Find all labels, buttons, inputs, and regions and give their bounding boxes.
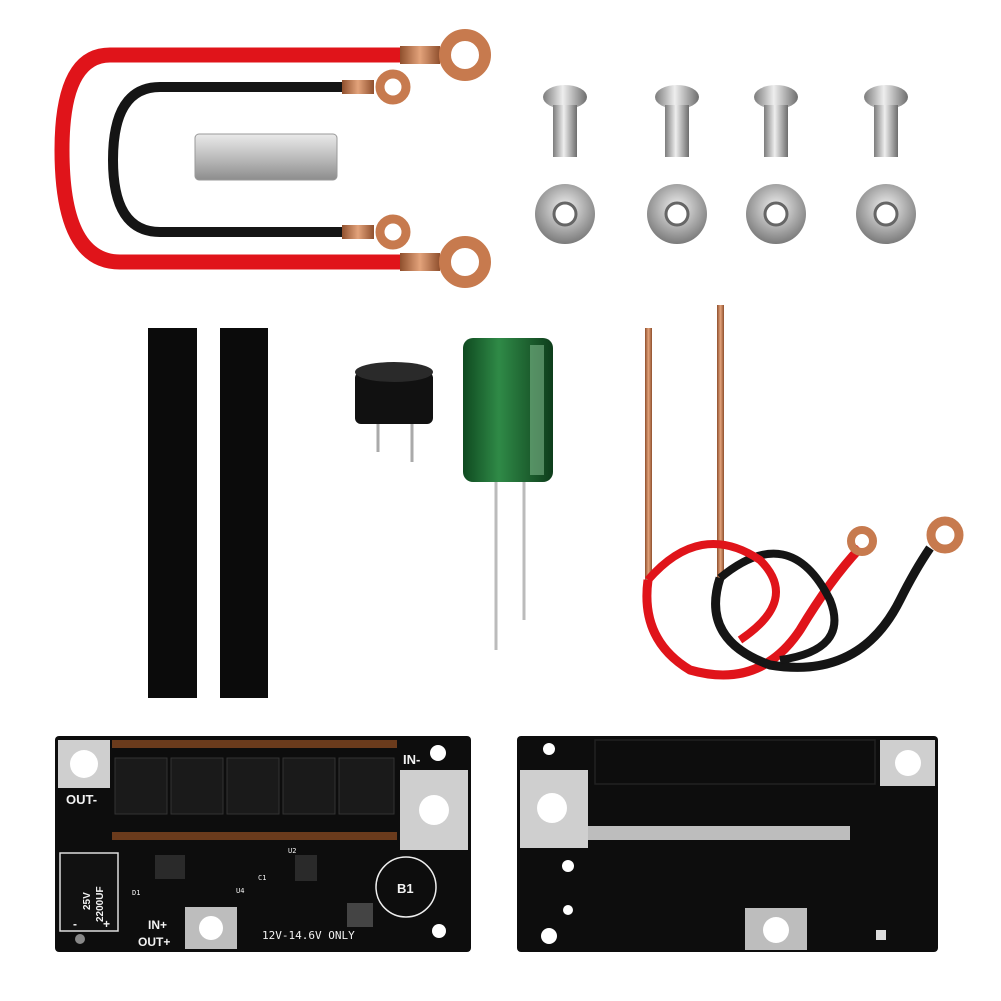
velcro-strip (148, 328, 197, 698)
label-cap-value: 2200UF (95, 886, 106, 922)
capacitor (463, 338, 553, 650)
screw (543, 85, 587, 157)
label-buzzer-b1: B1 (397, 881, 414, 896)
label-c1: C1 (258, 874, 266, 882)
label-cap-minus: - (73, 917, 77, 931)
label-u2: U2 (288, 847, 296, 855)
nickel-strip (194, 133, 338, 181)
nuts (535, 184, 916, 244)
label-in-plus: IN+ (148, 918, 167, 932)
welding-pens (642, 305, 964, 680)
control-board-back (517, 736, 938, 952)
buzzer (355, 362, 433, 462)
label-cap-plus: + (103, 917, 110, 931)
nut (746, 184, 806, 244)
control-board-front: IN- OUT- IN+ OUT+ 12V-14.6V ONLY B1 25V … (55, 736, 471, 952)
nut (647, 184, 707, 244)
label-out-minus: OUT- (66, 792, 97, 807)
label-cap-voltage: 25V (82, 892, 93, 910)
label-voltage-note: 12V-14.6V ONLY (262, 929, 355, 942)
velcro-strip (220, 328, 268, 698)
red-cable-u (54, 29, 491, 288)
label-u4: U4 (236, 887, 244, 895)
nut (535, 184, 595, 244)
label-in-minus: IN- (403, 752, 420, 767)
label-d1: D1 (132, 889, 140, 897)
label-out-plus: OUT+ (138, 935, 170, 949)
screw (754, 85, 798, 157)
screws (543, 85, 908, 157)
nut (856, 184, 916, 244)
black-cable-u (107, 69, 411, 250)
screw (655, 85, 699, 157)
screw (864, 85, 908, 157)
